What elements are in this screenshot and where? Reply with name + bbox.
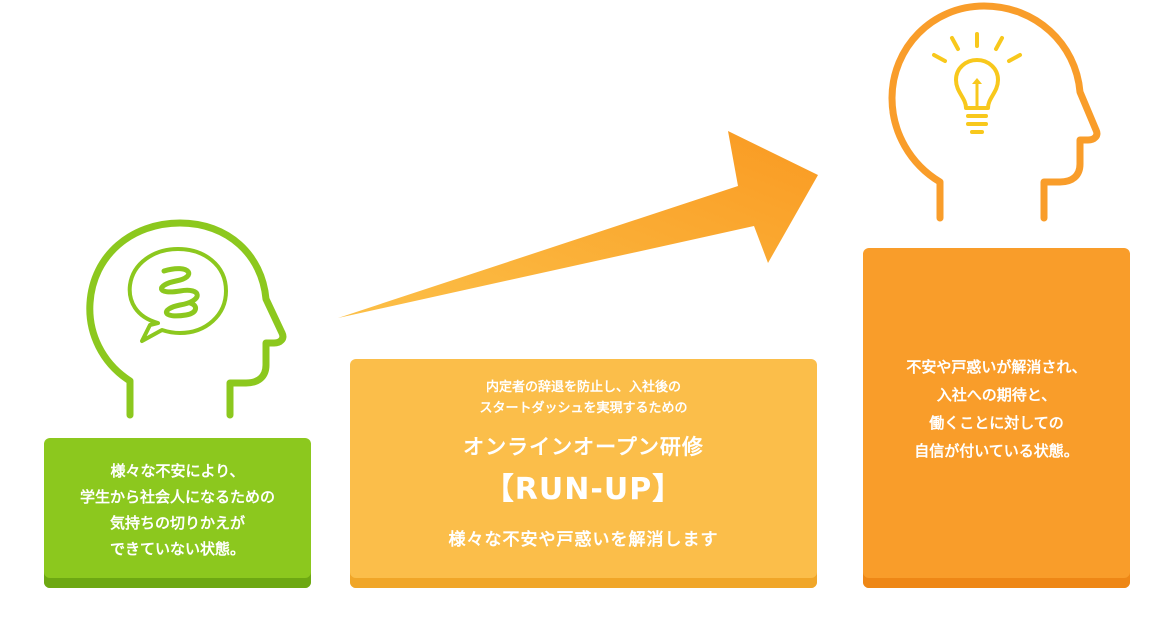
- program-intro-line: スタートダッシュを実現するための: [479, 401, 688, 416]
- before-text-line: 気持ちの切りかえが: [109, 514, 245, 532]
- before-text-line: 学生から社会人になるための: [79, 488, 275, 506]
- program-box: 内定者の辞退を防止し、入社後の スタートダッシュを実現するための オンラインオー…: [350, 359, 817, 588]
- after-state-box: 不安や戸惑いが解消され、 入社への期待と、 働くことに対しての 自信が付いている…: [863, 248, 1130, 588]
- lightbulb-head-icon: [888, 2, 1101, 222]
- before-text-line: できていない状態。: [109, 540, 245, 558]
- after-text-line: 働くことに対しての: [929, 414, 1064, 432]
- confused-head-icon: [86, 219, 287, 419]
- after-text-line: 入社への期待と、: [936, 386, 1057, 404]
- after-text-line: 自信が付いている状態。: [914, 442, 1079, 460]
- program-name: 【RUN-UP】: [483, 472, 684, 507]
- before-text-line: 様々な不安により、: [110, 462, 245, 480]
- after-text-line: 不安や戸惑いが解消され、: [906, 358, 1087, 376]
- program-title: オンラインオープン研修: [463, 435, 704, 459]
- growth-arrow-icon: [338, 131, 818, 318]
- program-description: 様々な不安や戸惑いを解消します: [448, 530, 719, 550]
- program-intro-line: 内定者の辞退を防止し、入社後の: [485, 380, 681, 395]
- before-state-box: 様々な不安により、 学生から社会人になるための 気持ちの切りかえが できていない…: [44, 438, 311, 588]
